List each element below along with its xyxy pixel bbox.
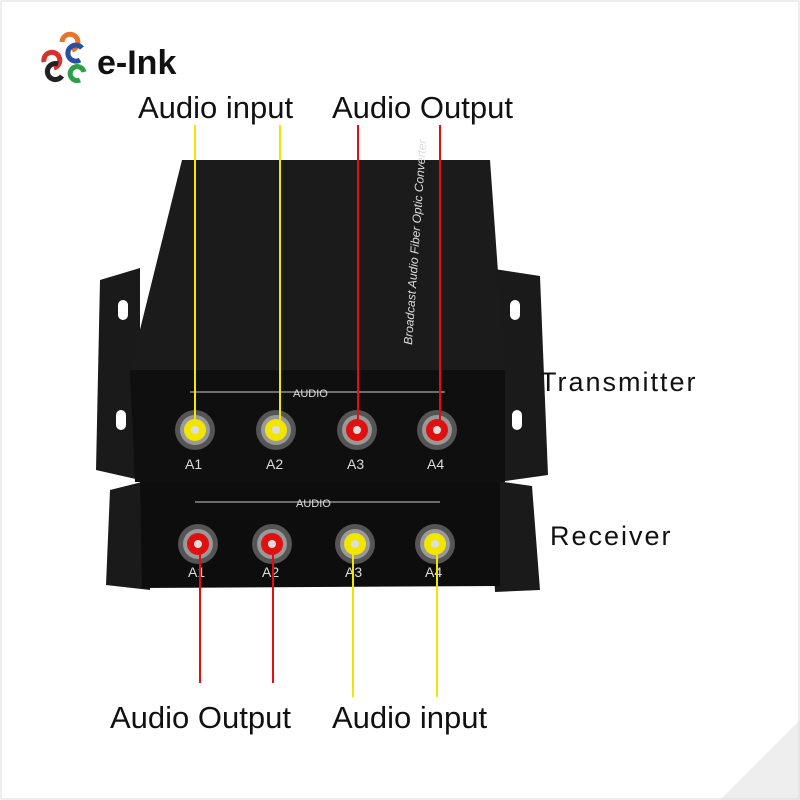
callout-transmitter: Transmitter: [540, 367, 698, 397]
callout-top-audio-output: Audio Output: [332, 90, 513, 125]
port-label: A1: [188, 564, 205, 580]
logo-text: e-Ink: [97, 44, 176, 82]
transmitter-audio-label: AUDIO: [293, 388, 328, 400]
receiver-port-3: A3: [335, 524, 375, 580]
port-label: A1: [185, 456, 202, 472]
page-curl: [720, 720, 800, 800]
transmitter-port-1: A1: [175, 410, 215, 472]
port-label: A3: [347, 456, 364, 472]
receiver-audio-label: AUDIO: [296, 498, 331, 510]
transmitter-port-2: A2: [256, 410, 296, 472]
transmitter-port-3: A3: [337, 410, 377, 472]
logo-mark-icon: [41, 31, 87, 84]
callout-top-audio-input: Audio input: [138, 90, 294, 125]
port-label: A4: [425, 564, 442, 580]
transmitter-port-4: A4: [417, 410, 457, 472]
port-label: A2: [266, 456, 283, 472]
port-label: A4: [427, 456, 444, 472]
callout-lines: [194, 125, 441, 697]
receiver-port-2: A2: [252, 524, 292, 580]
callout-receiver: Receiver: [550, 521, 673, 551]
callout-bottom-audio-output: Audio Output: [110, 700, 291, 735]
receiver-port-4: A4: [415, 524, 455, 580]
logo: e-Ink: [41, 31, 176, 84]
receiver-port-1: A1: [178, 524, 218, 580]
port-label: A2: [262, 564, 279, 580]
transmitter-unit: Broadcast Audio Fiber Optic Converter AU…: [130, 138, 505, 482]
callout-bottom-audio-input: Audio input: [332, 700, 488, 735]
